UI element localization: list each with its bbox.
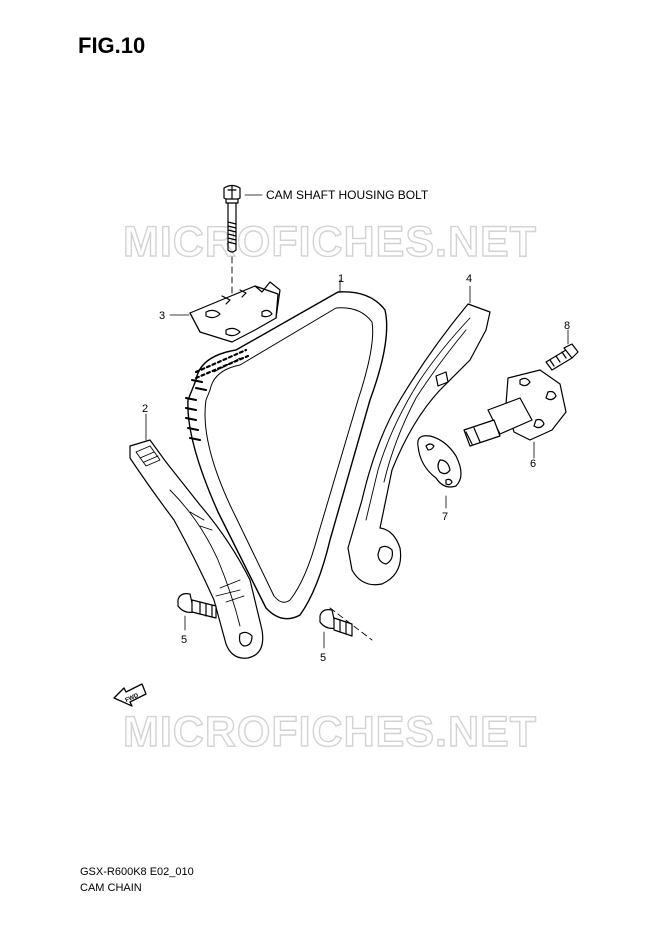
callout-4: 4	[466, 273, 472, 285]
cam-chain-tensioner[interactable]	[463, 369, 567, 459]
front-chain-guide[interactable]	[347, 285, 491, 586]
callout-5-right: 5	[320, 652, 326, 664]
fwd-label: FWD	[125, 692, 141, 703]
callout-3: 3	[159, 310, 165, 322]
tensioner-gasket[interactable]	[417, 435, 462, 509]
fwd-arrow-icon	[113, 683, 147, 707]
cam-chain-guide-bracket[interactable]	[169, 281, 281, 343]
rear-chain-guide[interactable]	[129, 413, 264, 659]
watermark-top: MICROFICHES.NET	[122, 217, 537, 266]
figure-title: FIG.10	[78, 33, 146, 58]
callout-7: 7	[442, 511, 448, 523]
callout-2: 2	[142, 403, 148, 415]
cam-shaft-housing-bolt-label: CAM SHAFT HOUSING BOLT	[266, 188, 429, 202]
watermark-bottom: MICROFICHES.NET	[122, 707, 537, 756]
guide-bolt-right[interactable]	[319, 607, 373, 649]
guide-bolt-left[interactable]	[177, 593, 217, 631]
callout-5-left: 5	[181, 634, 187, 646]
tensioner-bolt[interactable]	[545, 329, 579, 371]
callout-1: 1	[338, 273, 344, 285]
model-code: GSX-R600K8 E02_010	[80, 866, 194, 878]
page-caption: CAM CHAIN	[80, 882, 142, 894]
callout-6: 6	[530, 458, 536, 470]
cam-chain[interactable]	[185, 279, 388, 620]
callout-8: 8	[564, 320, 570, 332]
